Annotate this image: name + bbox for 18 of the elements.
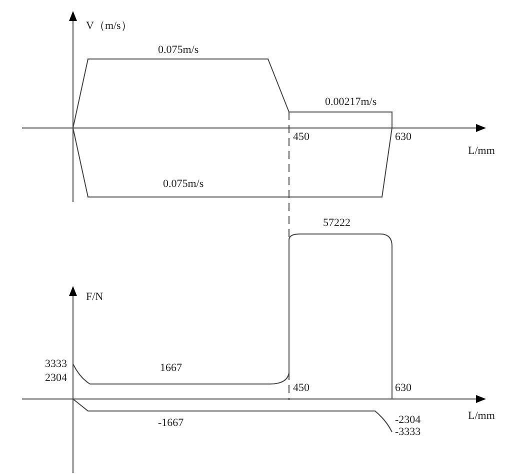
tick-label: 450 — [293, 382, 310, 394]
value-label: 2304 — [45, 372, 67, 384]
value-label: 0.075m/s — [158, 44, 199, 56]
value-label: 0.00217m/s — [325, 96, 377, 108]
value-label: 3333 — [45, 358, 67, 370]
tick-label: 630 — [395, 131, 412, 143]
axis-label: V（m/s） — [86, 20, 132, 32]
value-label: 1667 — [160, 362, 182, 374]
axis-label: L/mm — [468, 410, 495, 422]
axis-label: F/N — [86, 291, 104, 303]
value-label: -3333 — [395, 426, 421, 438]
value-label: -1667 — [158, 417, 184, 429]
value-label: -2304 — [395, 414, 421, 426]
axis-label: L/mm — [468, 145, 495, 157]
value-label: 57222 — [323, 217, 350, 229]
tick-label: 630 — [395, 382, 412, 394]
value-label: 0.075m/s — [163, 178, 204, 190]
tick-label: 450 — [293, 131, 310, 143]
